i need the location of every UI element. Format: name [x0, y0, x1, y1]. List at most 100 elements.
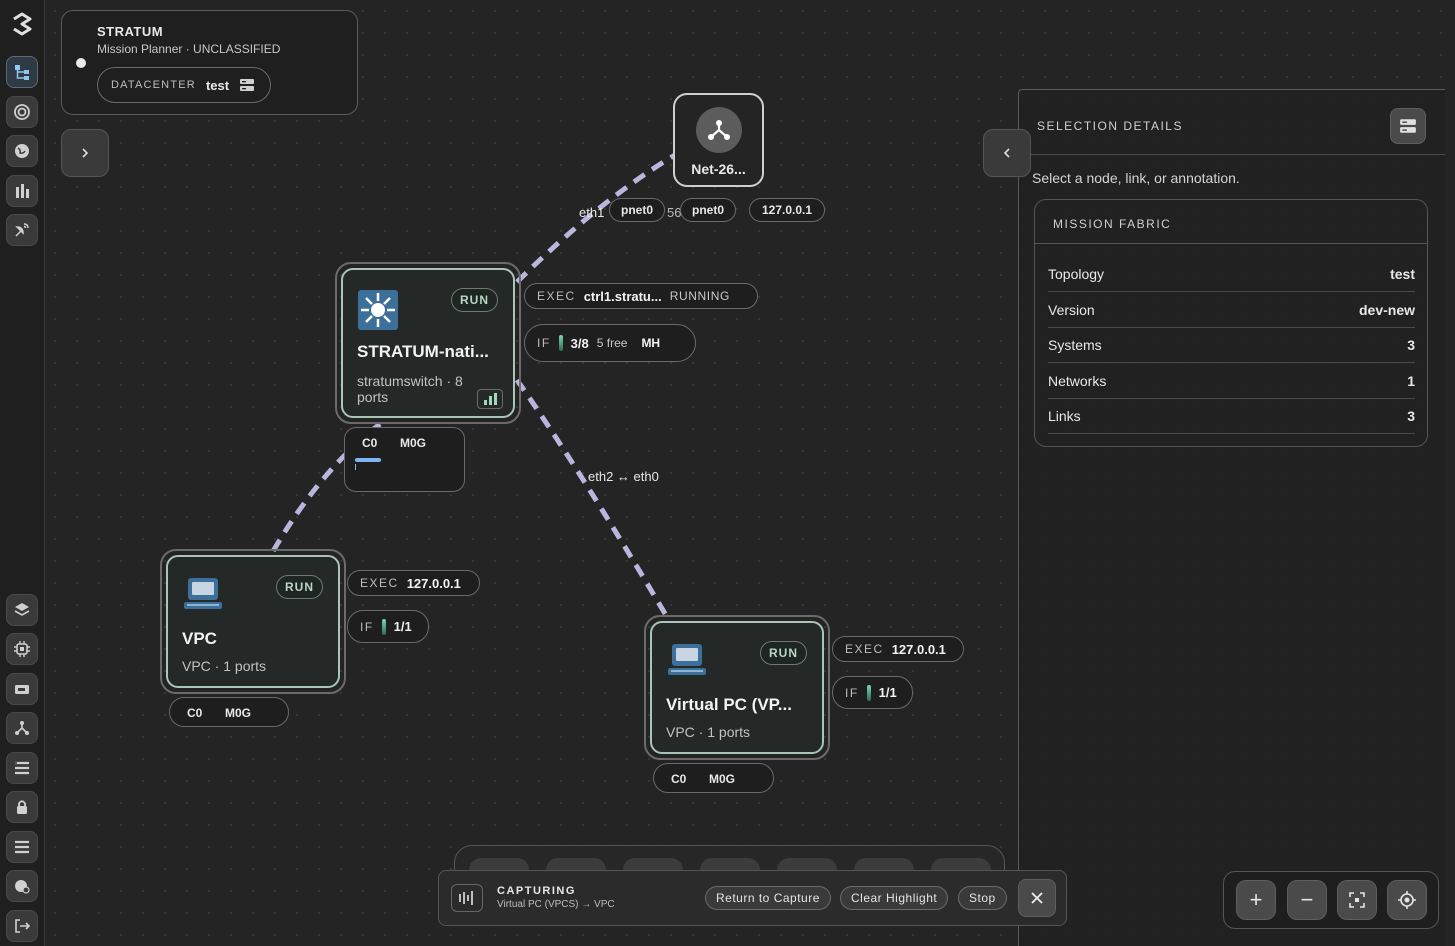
- if-mh: MH: [641, 336, 661, 350]
- resource-card[interactable]: C0 M0G: [344, 427, 465, 492]
- network-node[interactable]: Net-26...: [673, 93, 764, 187]
- interface-tag-pnet0-net[interactable]: pnet0: [680, 198, 737, 222]
- edge-label-eth1: eth1: [579, 205, 605, 220]
- fabric-row-systems: Systems 3: [1048, 327, 1415, 363]
- edge-label-eth2-eth0: eth2 ↔ eth0: [588, 469, 659, 484]
- return-to-capture-button[interactable]: Return to Capture: [705, 886, 831, 910]
- virtual-pc-node[interactable]: RUN Virtual PC (VP... VPC · 1 ports: [644, 615, 830, 760]
- exec-state: RUNNING: [669, 289, 730, 303]
- datacenter-value: test: [205, 77, 230, 93]
- row-key: Systems: [1048, 336, 1102, 353]
- if-level-bar: [866, 684, 871, 701]
- details-header: SELECTION DETAILS: [1037, 119, 1183, 133]
- row-value: 3: [1407, 336, 1415, 353]
- cpu-label: C0: [187, 706, 203, 720]
- network-icon[interactable]: [6, 712, 38, 744]
- node-subtitle: stratumswitch · 8: [357, 373, 463, 389]
- network-node-label: Net-26...: [691, 161, 746, 177]
- close-capture-button[interactable]: [1018, 879, 1056, 917]
- capture-title: CAPTURING: [497, 885, 576, 897]
- node-name: VPC: [182, 629, 217, 648]
- divider: [1035, 243, 1427, 244]
- logout-icon[interactable]: [6, 910, 38, 942]
- crosshair-icon: [1398, 891, 1416, 909]
- status-badge: RUN: [760, 641, 807, 665]
- exec-key: EXEC: [360, 576, 399, 590]
- locate-button[interactable]: [1387, 880, 1427, 920]
- globe-icon[interactable]: [6, 135, 38, 167]
- fit-view-button[interactable]: [1337, 880, 1377, 920]
- exec-value: 127.0.0.1: [406, 575, 461, 591]
- capture-subtitle: Virtual PC (VPCS) → VPC: [497, 899, 615, 910]
- stop-button[interactable]: Stop: [958, 886, 1007, 910]
- target-icon[interactable]: [6, 96, 38, 128]
- interface-pill[interactable]: IF 1/1: [832, 676, 913, 709]
- datacenter-selector[interactable]: DATACENTER test: [97, 67, 271, 103]
- row-key: Version: [1048, 301, 1095, 318]
- node-name: Virtual PC (VP...: [666, 695, 792, 714]
- edge-label-partial: 56: [667, 205, 682, 220]
- zoom-controls: + −: [1223, 871, 1439, 929]
- list-icon[interactable]: [6, 752, 38, 784]
- zoom-in-button[interactable]: +: [1236, 880, 1276, 920]
- server-icon: [1400, 119, 1416, 133]
- storage-icon[interactable]: [6, 673, 38, 705]
- if-key: IF: [537, 336, 551, 350]
- vpc-node[interactable]: RUN VPC VPC · 1 ports: [160, 549, 346, 694]
- cpu-icon[interactable]: [6, 633, 38, 665]
- switch-node[interactable]: RUN STRATUM-nati... stratumswitch · 8 po…: [335, 262, 521, 424]
- details-toggle-button[interactable]: [1390, 108, 1426, 144]
- if-key: IF: [360, 619, 374, 634]
- interface-tag-pnet0[interactable]: pnet0: [609, 198, 666, 222]
- capture-icon: [451, 884, 483, 912]
- divider: [1019, 154, 1445, 155]
- row-value: test: [1390, 265, 1415, 282]
- exec-key: EXEC: [537, 289, 576, 303]
- stratum-logo-icon: [13, 12, 32, 36]
- exec-pill[interactable]: EXEC ctrl1.stratu... RUNNING: [524, 283, 758, 309]
- resource-card[interactable]: C0 M0G: [169, 697, 289, 727]
- exec-pill[interactable]: EXEC 127.0.0.1: [347, 570, 480, 596]
- cpu-label: C0: [671, 772, 687, 786]
- chevron-right-icon: [82, 148, 89, 158]
- row-value: 3: [1407, 407, 1415, 424]
- server-icon: [240, 79, 255, 91]
- pc-icon: [668, 644, 706, 675]
- node-subtitle-cont: ports: [357, 389, 389, 405]
- if-free: 5 free: [596, 336, 628, 350]
- mem-label: M0G: [400, 436, 427, 450]
- close-icon: [1031, 892, 1043, 904]
- interface-pill[interactable]: IF 1/1: [347, 610, 429, 643]
- node-subtitle: VPC · 1 ports: [666, 724, 751, 740]
- zoom-out-button[interactable]: −: [1287, 880, 1327, 920]
- exec-pill[interactable]: EXEC 127.0.0.1: [832, 636, 964, 662]
- fabric-title: MISSION FABRIC: [1053, 217, 1172, 231]
- fit-view-icon: [1349, 892, 1365, 908]
- row-value: 1: [1407, 372, 1415, 389]
- if-value: 1/1: [878, 685, 897, 700]
- mem-label: M0G: [709, 772, 736, 786]
- clear-highlight-button[interactable]: Clear Highlight: [840, 886, 949, 910]
- ip-tag[interactable]: 127.0.0.1: [749, 198, 826, 222]
- row-key: Networks: [1048, 372, 1107, 389]
- brand-panel: STRATUM Mission Planner · UNCLASSIFIED D…: [61, 10, 358, 115]
- collapse-details-button[interactable]: [983, 129, 1031, 177]
- lock-icon[interactable]: [6, 791, 38, 823]
- interface-pill[interactable]: IF 3/8 5 free MH: [524, 324, 696, 362]
- cpu-label: C0: [362, 436, 378, 450]
- if-level-bar: [381, 618, 386, 635]
- shield-icon[interactable]: [6, 870, 38, 902]
- resource-card[interactable]: C0 M0G: [653, 763, 774, 793]
- satellite-icon[interactable]: [6, 214, 38, 246]
- topology-icon[interactable]: [6, 56, 38, 88]
- layers-icon[interactable]: [6, 594, 38, 626]
- sidebar: [0, 0, 45, 946]
- node-subtitle: VPC · 1 ports: [182, 658, 267, 674]
- chart-icon[interactable]: [6, 175, 38, 207]
- exec-value: 127.0.0.1: [891, 641, 946, 657]
- expand-panel-button[interactable]: [61, 129, 109, 177]
- if-level-bar: [558, 335, 563, 351]
- list-alt-icon[interactable]: [6, 831, 38, 863]
